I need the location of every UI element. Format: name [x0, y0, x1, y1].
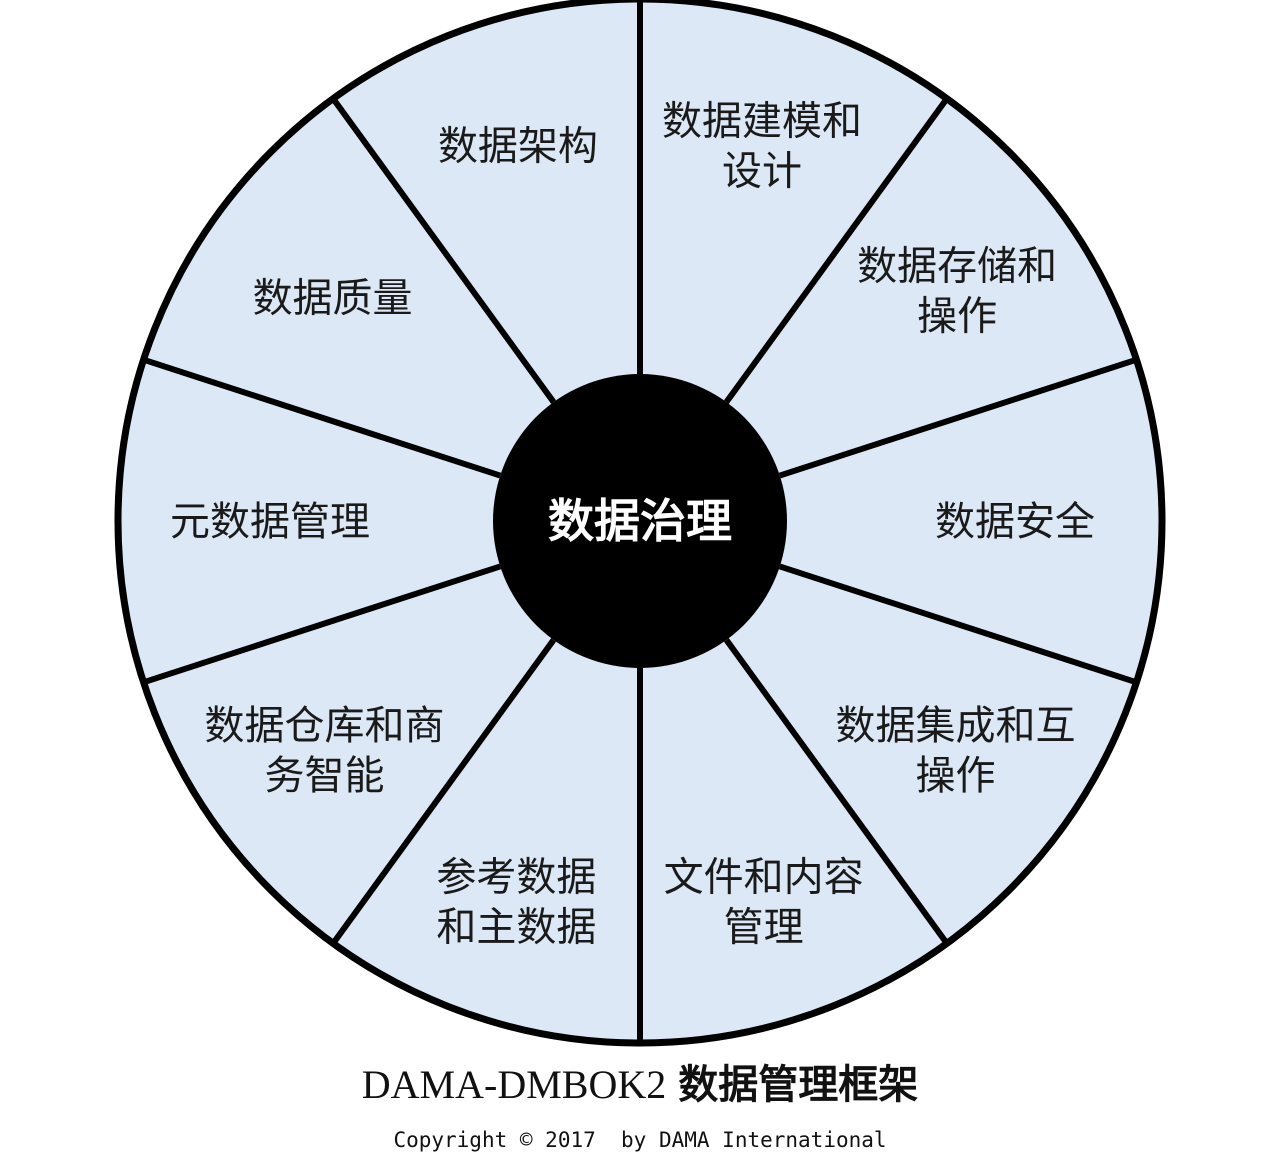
- segment-label-line: 数据存储和: [857, 244, 1057, 290]
- wheel-divider: [723, 638, 949, 944]
- wheel-segment: [640, 521, 1135, 942]
- wheel-divider: [144, 357, 502, 479]
- segment-label-line: 元数据管理: [170, 499, 370, 545]
- title-english: DAMA-DMBOK2: [361, 1062, 667, 1107]
- dmbok-wheel-diagram: 数据建模和设计数据存储和操作数据安全数据集成和互操作文件和内容管理参考数据和主数…: [114, 0, 1166, 1047]
- segment-label-line: 数据仓库和商: [204, 703, 444, 749]
- segment-label-line: 设计: [722, 148, 802, 194]
- segment-label-line: 数据架构: [438, 123, 598, 169]
- wheel-segment: [640, 1, 946, 521]
- wheel-segment: [640, 521, 946, 1041]
- segment-label: 数据建模和设计: [662, 98, 862, 194]
- wheel-divider: [144, 563, 502, 685]
- wheel-labels: 数据建模和设计数据存储和操作数据安全数据集成和互操作文件和内容管理参考数据和主数…: [170, 98, 1095, 950]
- segment-label: 元数据管理: [170, 499, 370, 545]
- wheel-dividers: [144, 1, 1136, 1041]
- wheel-divider: [778, 357, 1136, 479]
- segment-label-line: 参考数据: [436, 854, 596, 900]
- segment-label: 数据安全: [935, 499, 1095, 545]
- segment-label: 数据存储和操作: [857, 244, 1057, 340]
- segment-label-line: 文件和内容: [664, 854, 864, 900]
- title-chinese: 数据管理框架: [678, 1062, 919, 1108]
- wheel-divider: [331, 638, 557, 944]
- segment-label-line: 和主数据: [436, 904, 596, 950]
- segment-label-line: 数据集成和互: [836, 703, 1076, 749]
- wheel-segment: [145, 100, 640, 522]
- wheel-segment: [119, 360, 640, 682]
- segment-label-line: 数据质量: [253, 276, 413, 322]
- center-hub: [493, 374, 787, 668]
- wheel-segment: [334, 1, 640, 521]
- wheel-divider: [778, 563, 1136, 685]
- segment-label-line: 数据安全: [935, 499, 1095, 545]
- segment-label-line: 务智能: [264, 753, 384, 799]
- segment-label: 参考数据和主数据: [436, 854, 596, 950]
- wheel-segments: [119, 1, 1160, 1041]
- segment-label-line: 管理: [724, 904, 804, 950]
- copyright-notice: Copyright © 2017 by DAMA International: [393, 1128, 887, 1152]
- wheel-divider: [723, 98, 949, 404]
- segment-label-line: 数据建模和: [662, 98, 862, 144]
- wheel-segment: [334, 521, 640, 1041]
- wheel-segment: [145, 521, 640, 942]
- wheel-segment: [640, 360, 1160, 682]
- segment-label: 文件和内容管理: [664, 854, 864, 950]
- segment-label: 数据仓库和商务智能: [204, 703, 444, 799]
- center-label: 数据治理: [548, 494, 732, 548]
- segment-label: 数据集成和互操作: [836, 703, 1076, 799]
- segment-label: 数据质量: [253, 276, 413, 322]
- segment-label-line: 操作: [917, 294, 997, 340]
- wheel-divider: [331, 98, 557, 404]
- wheel-outer-ring: [114, 0, 1166, 1047]
- segment-label: 数据架构: [438, 123, 598, 169]
- wheel-segment: [640, 100, 1135, 522]
- segment-label-line: 操作: [916, 753, 996, 799]
